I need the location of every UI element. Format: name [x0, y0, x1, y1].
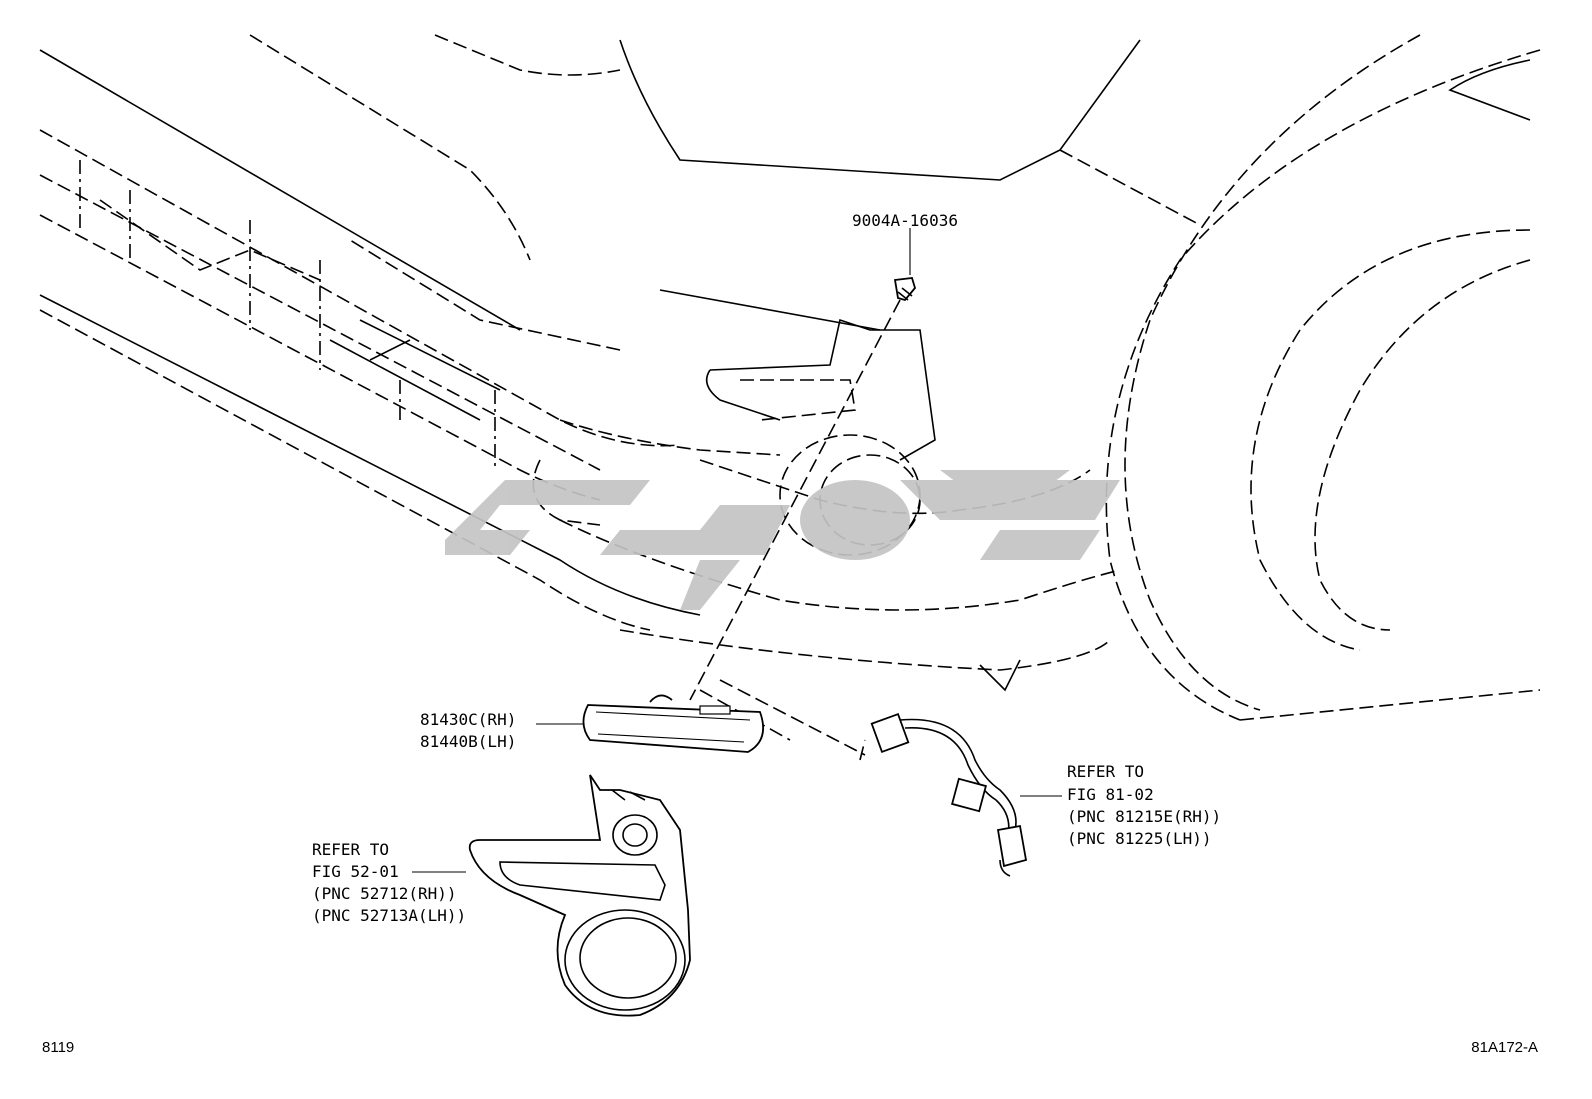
bumper-outline: [39, 34, 1201, 692]
cover-ref-line-1: REFER TO: [312, 840, 389, 859]
lamp-part-number-lh[interactable]: 81440B(LH): [420, 732, 516, 751]
grille-outline: [79, 160, 501, 470]
cover-ref-line-3: (PNC 52712(RH)): [312, 884, 457, 903]
cover-ref-line-2: FIG 52-01: [312, 862, 399, 881]
wire-ref-line-2: FIG 81-02: [1067, 785, 1154, 804]
fog-lamp-part[interactable]: [582, 694, 764, 753]
bolt-part-number[interactable]: 9004A-16036: [852, 211, 958, 230]
figure-page-code: 8119: [42, 1039, 74, 1056]
fog-cover-part[interactable]: [468, 774, 691, 1017]
cover-ref-line-4: (PNC 52713A(LH)): [312, 906, 466, 925]
illustration-code: 81A172-A: [1471, 1039, 1538, 1056]
cover-reference-block[interactable]: REFER TO FIG 52-01 (PNC 52712(RH)) (PNC …: [312, 840, 466, 925]
wire-reference-block[interactable]: REFER TO FIG 81-02 (PNC 81215E(RH)) (PNC…: [1067, 762, 1221, 848]
wire-ref-line-4: (PNC 81225(LH)): [1067, 829, 1212, 848]
bolt-part[interactable]: [893, 277, 917, 302]
wire-harness-part[interactable]: [870, 712, 1028, 877]
wire-ref-line-1: REFER TO: [1067, 762, 1144, 781]
lamp-part-number-rh[interactable]: 81430C(RH): [420, 710, 516, 729]
wheel-outline: [1105, 34, 1541, 721]
wire-ref-line-3: (PNC 81215E(RH)): [1067, 807, 1221, 826]
brand-logo-watermark: [445, 470, 1120, 610]
